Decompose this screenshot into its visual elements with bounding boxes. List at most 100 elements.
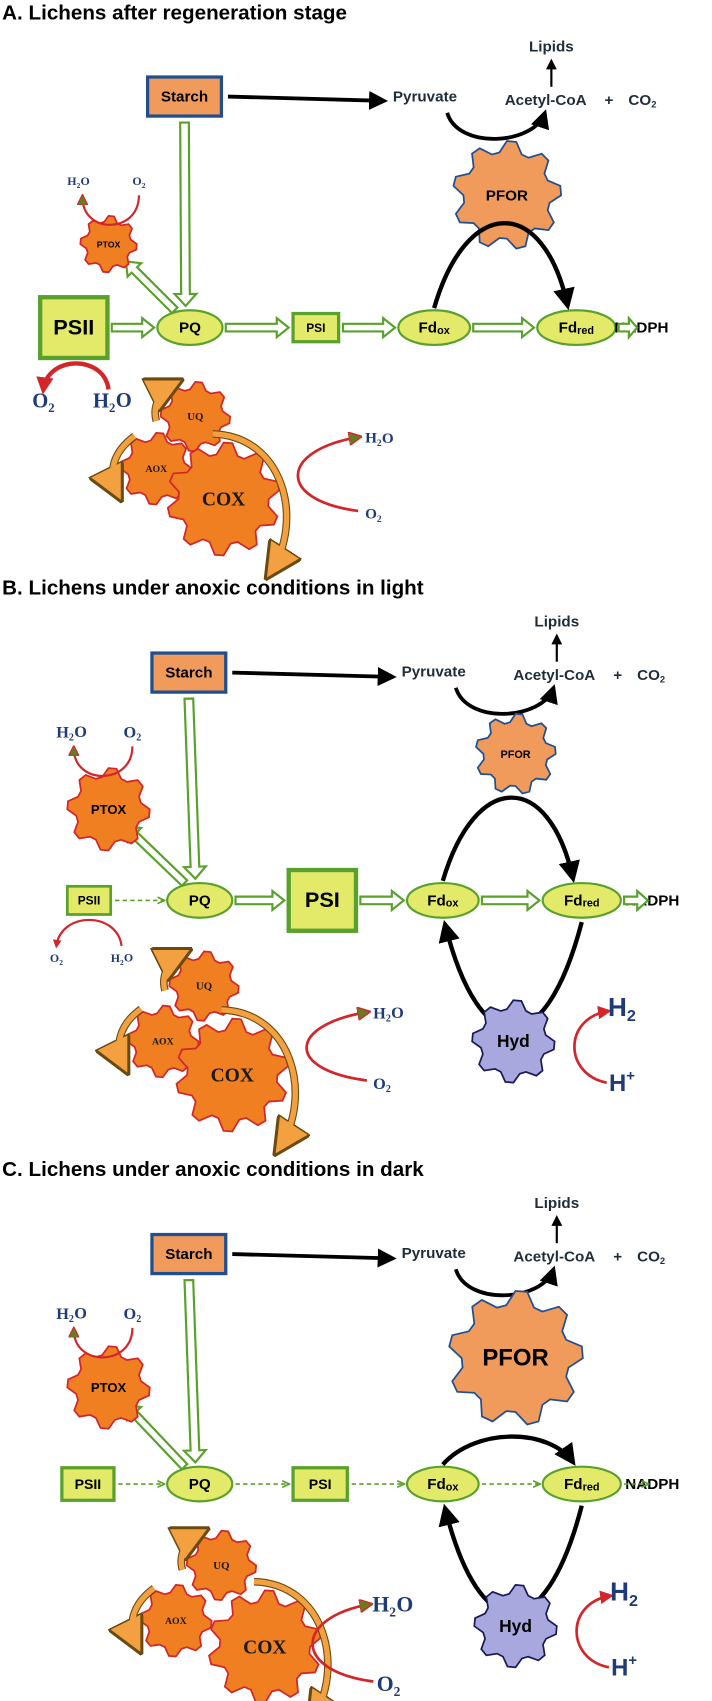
psii-h2o-o: O bbox=[124, 951, 133, 965]
lipids-label: Lipids bbox=[534, 1195, 579, 1212]
pyruvate-to-acetyl-arrow bbox=[454, 684, 558, 716]
pfor-label: PFOR bbox=[500, 749, 530, 761]
psi-label: PSI bbox=[305, 887, 340, 912]
co2-label: CO2 bbox=[637, 1248, 665, 1266]
panel-title: B. Lichens under anoxic conditions in li… bbox=[2, 576, 424, 599]
cox-gear bbox=[166, 441, 281, 557]
co2-label: CO2 bbox=[628, 92, 656, 110]
fd-to-nadph-arrow bbox=[623, 888, 650, 913]
pq-to-psi-arrow bbox=[234, 888, 287, 913]
starch-to-pyruvate-arrow bbox=[232, 1248, 397, 1268]
ptox-label: PTOX bbox=[97, 239, 121, 249]
ptox-h2o-o: O bbox=[81, 174, 90, 188]
psii-box bbox=[60, 1466, 116, 1502]
psii-box bbox=[37, 295, 110, 361]
starch-box bbox=[150, 651, 228, 694]
aox-gear bbox=[139, 1584, 213, 1658]
co2-label: CO2 bbox=[637, 667, 665, 685]
lipids-label: Lipids bbox=[534, 614, 579, 631]
acetyl-coa-label: Acetyl-CoA bbox=[513, 1248, 595, 1265]
cox-water-arrow bbox=[311, 1604, 374, 1683]
starch-to-pq-arrow bbox=[181, 1278, 209, 1464]
psi-to-fd-arrow bbox=[341, 315, 397, 340]
psii-water-arrow bbox=[36, 361, 111, 395]
starch-label: Starch bbox=[161, 89, 208, 106]
cox-h2o-o: O bbox=[396, 1593, 413, 1617]
cox-h2o-o: O bbox=[391, 1004, 404, 1022]
panel-title: A. Lichens after regeneration stage bbox=[2, 2, 347, 25]
ptox-h2o-label: H2 bbox=[67, 174, 80, 190]
uq-cycle-arrow bbox=[152, 381, 176, 422]
psi-label: PSI bbox=[309, 1476, 332, 1492]
fd-reduction-arrow bbox=[432, 221, 575, 311]
cox-label: COX bbox=[202, 490, 245, 511]
ptox-gear bbox=[79, 214, 138, 274]
ptox-water-arrow bbox=[74, 1328, 134, 1359]
ptox-label: PTOX bbox=[91, 1380, 127, 1395]
psii-h2o-o: O bbox=[116, 390, 132, 412]
psii-water-arrow bbox=[52, 918, 123, 949]
psii-h2o-label: H2 bbox=[111, 951, 124, 967]
psii-to-pq-arrow bbox=[110, 315, 156, 340]
psi-to-fd-arrow bbox=[359, 888, 406, 913]
cox-o2-label: O2 bbox=[377, 1672, 401, 1699]
cox-o2-label: O2 bbox=[373, 1075, 391, 1096]
starch-to-pyruvate-arrow bbox=[232, 667, 397, 687]
panel-b: B. Lichens under anoxic conditions in li… bbox=[2, 576, 679, 1146]
hyd-label: Hyd bbox=[499, 1616, 532, 1636]
aox-label: AOX bbox=[165, 1616, 187, 1627]
starch-to-pq-arrow bbox=[181, 697, 209, 881]
pyruvate-label: Pyruvate bbox=[402, 1245, 466, 1262]
plus-sign: + bbox=[605, 92, 614, 109]
ptox-gear bbox=[66, 767, 151, 852]
psii-box bbox=[65, 884, 113, 916]
pfor-gear bbox=[475, 712, 557, 795]
pq-node bbox=[166, 881, 234, 919]
pq-to-psi-arrow bbox=[224, 315, 291, 340]
ptox-label: PTOX bbox=[91, 802, 127, 817]
aox-cycle-arrow bbox=[116, 1006, 143, 1067]
cox-h2o-o: O bbox=[382, 430, 394, 447]
panel-a: A. Lichens after regeneration stageStarc… bbox=[2, 2, 668, 571]
panel-title: C. Lichens under anoxic conditions in da… bbox=[2, 1158, 424, 1181]
fd-red-label: Fdred bbox=[564, 893, 599, 910]
fd-ox-node bbox=[405, 1465, 480, 1503]
cox-label: COX bbox=[211, 1066, 254, 1087]
pfor-label: PFOR bbox=[482, 1345, 548, 1372]
h2-label: H2 bbox=[610, 1576, 638, 1610]
ptox-o2-label: O2 bbox=[124, 723, 142, 744]
cox-gear bbox=[175, 1017, 290, 1133]
psii-label: PSII bbox=[53, 314, 94, 339]
cox-h2o-label: H2 bbox=[373, 1004, 391, 1025]
cox-water-arrow bbox=[296, 437, 358, 513]
fd-ox-to-red-arrow bbox=[480, 888, 542, 913]
h-plus-label: H+ bbox=[609, 1068, 635, 1097]
psi-box bbox=[286, 867, 359, 933]
pq-to-ptox-arrow bbox=[124, 260, 179, 315]
pyruvate-to-acetyl-arrow bbox=[445, 109, 550, 141]
uq-label: UQ bbox=[196, 981, 212, 993]
pq-node bbox=[156, 309, 224, 347]
pfor-gear bbox=[452, 140, 563, 250]
lipids-label: Lipids bbox=[529, 39, 574, 56]
fd-ox-node bbox=[397, 309, 472, 347]
cox-gear bbox=[208, 1589, 322, 1701]
plus-sign: + bbox=[613, 667, 622, 684]
cox-cycle-arrow bbox=[221, 1007, 298, 1149]
ptox-water-arrow bbox=[74, 746, 134, 777]
aox-cycle-arrow bbox=[109, 433, 137, 494]
h-plus-label: H+ bbox=[611, 1653, 637, 1682]
starch-label: Starch bbox=[165, 1246, 212, 1263]
uq-label: UQ bbox=[213, 1560, 229, 1572]
fd-ox-label: Fdox bbox=[419, 320, 450, 337]
ptox-h2o-o: O bbox=[74, 1305, 87, 1323]
starch-label: Starch bbox=[165, 665, 212, 682]
fd-red-label: Fdred bbox=[559, 320, 594, 337]
psii-label: PSII bbox=[75, 1476, 102, 1492]
ptox-water-arrow bbox=[82, 195, 141, 226]
hyd-proton-arrow bbox=[573, 1005, 612, 1084]
psii-o2-label: O2 bbox=[50, 951, 63, 967]
cox-h2o-label: H2 bbox=[372, 1593, 396, 1620]
ptox-h2o-o: O bbox=[74, 723, 87, 741]
pq-label: PQ bbox=[189, 1476, 211, 1493]
